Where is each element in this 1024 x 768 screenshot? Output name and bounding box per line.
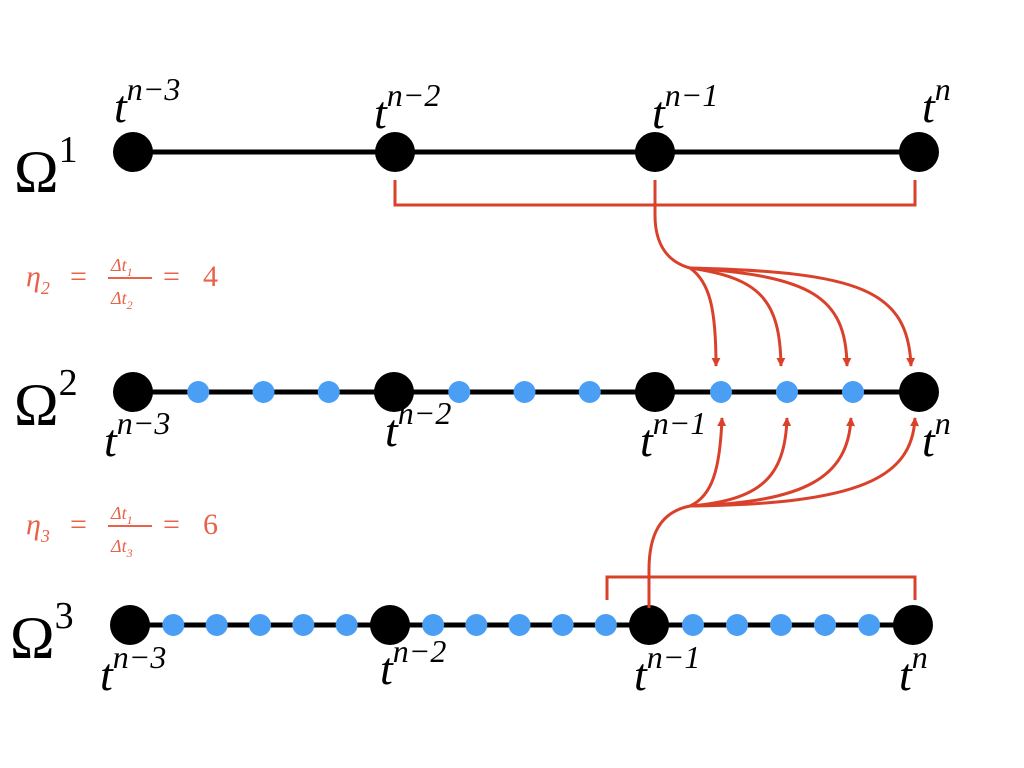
arrows-level1-to-level2 [653,180,916,367]
ratio-eta3-denominator: Δt3 [110,536,133,560]
level-2-node-2 [635,372,675,412]
level-3-substep [205,614,228,636]
level-3-substep [335,614,358,636]
level-3-label-2: tn−1 [634,639,700,700]
level-3-substep [770,614,792,636]
level-3-node-2 [629,605,669,645]
level-1-node-1 [375,132,415,172]
level-3-substep [726,614,748,636]
level-3: Ω3 tn−3 tn−2 tn−1 tn [10,575,933,700]
ratio-eta2: η2 = Δt1 Δt2 = 4 [26,255,218,312]
level-2-label-0: tn−3 [104,405,170,466]
ratio-eta3-symbol: η3 [26,508,50,546]
level-3-substep [292,614,315,636]
level-2-substep [842,381,864,403]
level-3-substep [422,614,445,636]
level-2-substep [317,381,340,403]
level-3-bracket [605,575,917,600]
ratio-eta3-equals-2: = [163,508,180,541]
ratio-eta2-equals: = [70,260,87,293]
level-2-label-3: tn [922,405,951,466]
level-1-label-2: tn−1 [652,77,718,138]
level-3-label-1: tn−2 [380,633,446,694]
level-3-omega: Ω3 [10,595,74,671]
level-2-substep [578,381,601,403]
arrow-to-node-n [689,266,916,367]
level-3-substep [249,614,271,636]
level-3-label-3: tn [899,639,928,700]
level-3-node-1 [370,605,410,645]
level-3-substep [814,614,836,636]
level-1-label-0: tn−3 [114,71,180,132]
level-3-substep [508,614,531,636]
level-3-substep [682,614,704,636]
level-2-substep [513,381,536,403]
ratio-eta2-denominator: Δt2 [110,288,133,312]
ratio-eta2-equals-2: = [163,260,180,293]
level-2: Ω2 tn−3 tn−2 tn−1 tn [14,362,951,466]
level-2-node-3 [899,372,939,412]
level-1-omega: Ω1 [14,129,78,205]
arrow-to-substep-3 [689,266,852,367]
level-1-node-3 [899,132,939,172]
arrow-up-to-substep-2 [689,417,792,508]
ratio-eta3-numerator: Δt1 [110,503,133,527]
level-2-substep [448,381,471,403]
level-2-substep [252,381,275,403]
level-2-label-1: tn−2 [385,395,451,456]
ratio-eta2-value: 4 [203,260,218,293]
level-3-substep [858,614,880,636]
arrow-stem-top [653,180,691,270]
level-2-node-0 [113,372,153,412]
arrow-to-substep-2 [689,266,786,367]
level-1-node-2 [635,132,675,172]
arrow-up-to-substep-3 [689,417,856,508]
level-2-omega: Ω2 [14,362,78,438]
ratio-eta3-equals: = [70,508,87,541]
arrow-up-to-node-n [689,417,920,508]
level-3-substep [162,614,185,636]
level-3-label-0: tn−3 [100,639,166,700]
level-2-substep [776,381,798,403]
ratio-eta2-symbol: η2 [26,260,50,298]
ratio-eta3: η3 = Δt1 Δt3 = 6 [26,503,218,560]
level-2-label-2: tn−1 [640,405,706,466]
level-2-node-1 [374,372,414,412]
arrow-stem-bottom [647,504,691,608]
arrow-up-to-substep-1 [689,417,727,508]
level-3-substep [594,614,617,636]
ratio-eta3-value: 6 [203,508,218,541]
level-1-label-3: tn [922,71,951,132]
level-3-node-3 [893,605,933,645]
level-3-node-0 [110,605,150,645]
level-2-substep [187,381,210,403]
arrows-level3-to-level2 [647,417,920,608]
level-3-substep [551,614,574,636]
level-1-node-0 [113,132,153,172]
level-1: Ω1 tn−3 tn−2 tn−1 tn [14,71,951,207]
level-3-substep [465,614,488,636]
level-1-label-1: tn−2 [374,77,440,138]
arrow-to-substep-1 [689,266,721,367]
ratio-eta2-numerator: Δt1 [110,255,133,279]
level-2-substep [710,381,732,403]
